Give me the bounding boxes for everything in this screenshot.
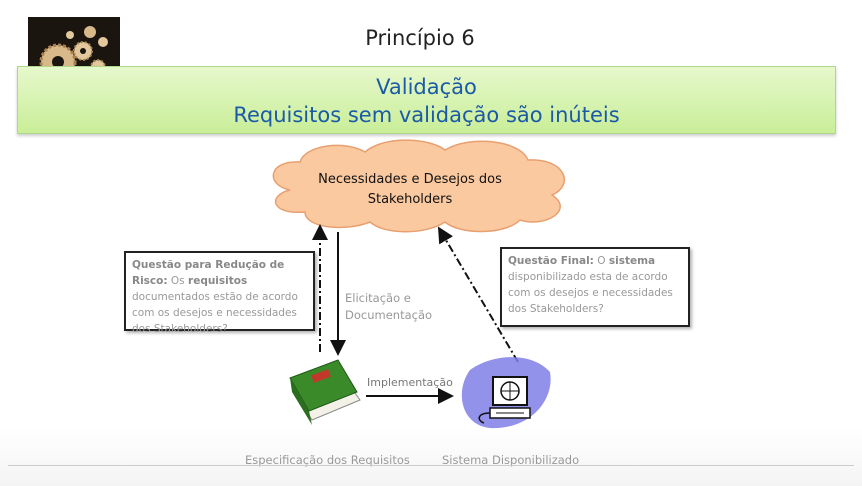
final-question-box: Questão Final: O sistema disponibilizado… <box>500 247 690 327</box>
book-icon <box>289 359 361 425</box>
banner-heading: Validação <box>376 75 477 99</box>
divider <box>8 465 854 466</box>
spec-label: Especificação dos Requisitos <box>245 453 410 467</box>
risk-question-text-a: Os <box>170 275 185 287</box>
computer-icon <box>461 357 551 429</box>
stakeholders-cloud <box>272 139 565 233</box>
cloud-label: Necessidades e Desejos dos Stakeholders <box>300 170 520 210</box>
risk-question-text-b: documentados estão de acordo com os dese… <box>132 291 298 335</box>
final-question-text-a: O <box>597 255 606 267</box>
final-validation-arrow <box>437 226 519 363</box>
final-question-text-b: disponibilizado esta de acordo com os de… <box>508 271 673 315</box>
elicitation-label: Elicitação e Documentação <box>345 291 433 322</box>
risk-question-box: Questão para Redução de Risco: Os requis… <box>124 251 315 335</box>
risk-question-label: Questão para Redução de Risco: <box>132 259 285 287</box>
system-label: Sistema Disponibilizado <box>442 453 580 467</box>
slide-title: Princípio 6 <box>365 26 475 50</box>
final-question-label: Questão Final: <box>508 255 594 267</box>
principle-banner: Validação Requisitos sem validação são i… <box>17 66 836 134</box>
cloud-label-line1: Necessidades e Desejos dos <box>318 172 502 187</box>
implementation-label: Implementação <box>367 376 453 389</box>
banner-subheading: Requisitos sem validação são inúteis <box>233 103 620 127</box>
cloud-label-line2: Stakeholders <box>367 192 453 207</box>
final-question-bold: sistema <box>608 255 656 267</box>
risk-question-bold: requisitos <box>188 275 248 287</box>
